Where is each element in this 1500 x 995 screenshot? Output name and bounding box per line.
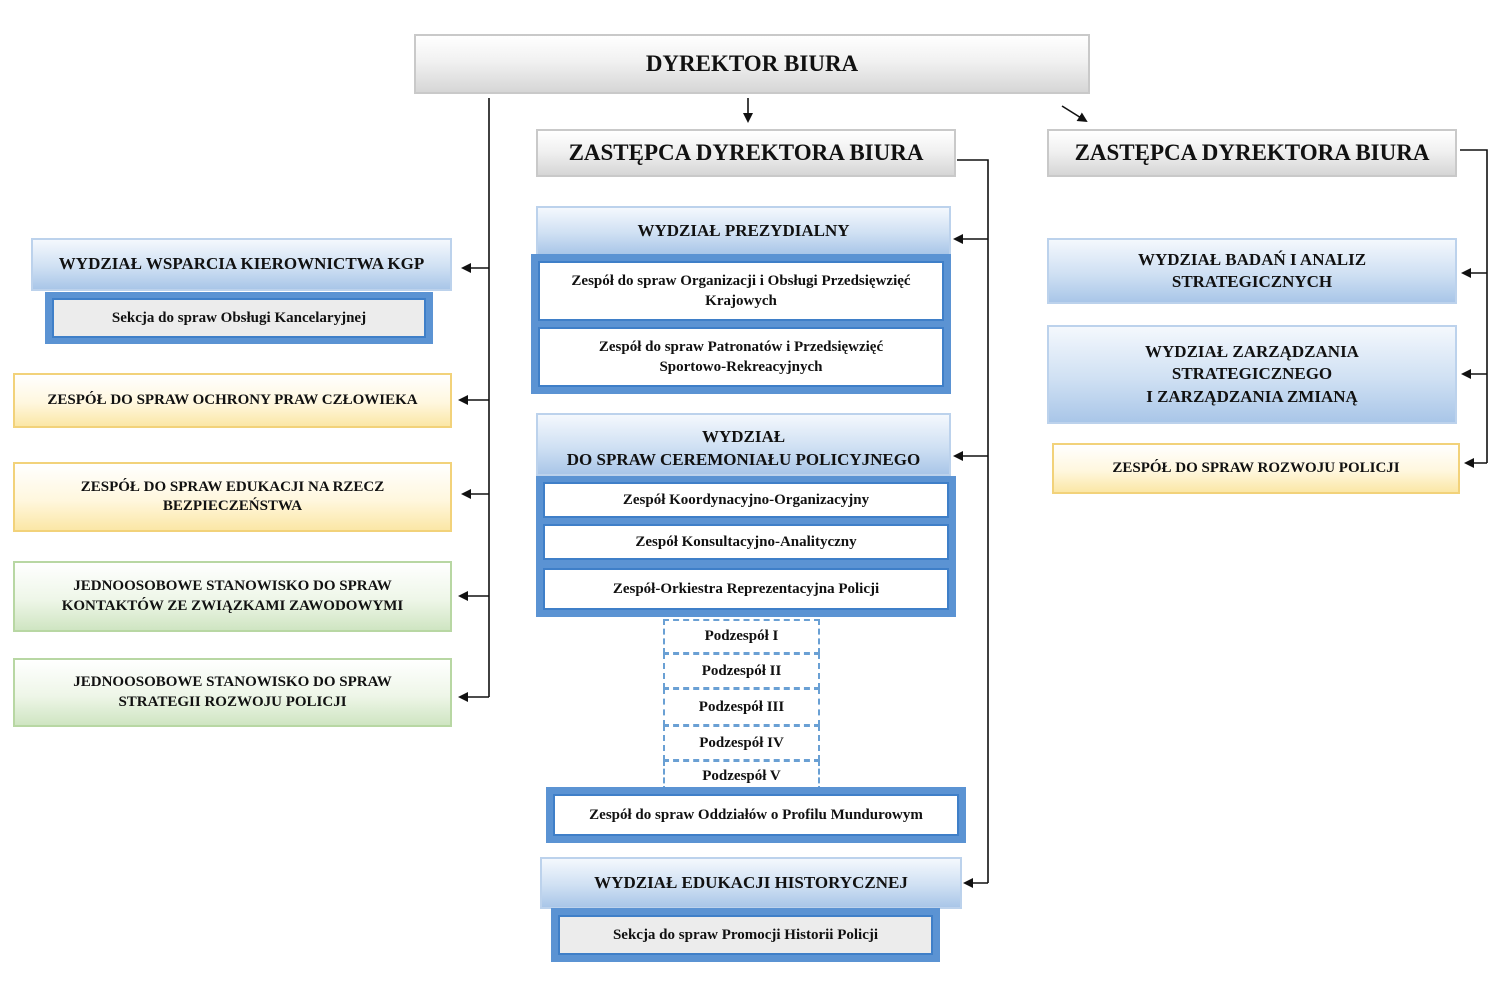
director-label: DYREKTOR BIURA <box>645 51 859 77</box>
deputy-right-box: ZASTĘPCA DYREKTORA BIURA <box>1047 129 1457 177</box>
zarzadzania-label-line1: WYDZIAŁ ZARZĄDZANIA <box>1145 342 1359 362</box>
promocja-box: Sekcja do spraw Promocji Historii Policj… <box>558 915 933 955</box>
podzespol-4-label: Podzespół IV <box>699 734 784 751</box>
historyczny-label: WYDZIAŁ EDUKACJI HISTORYCZNEJ <box>594 872 908 892</box>
zwiazki-box: JEDNOOSOBOWE STANOWISKO DO SPRAW KONTAKT… <box>13 561 452 632</box>
zarzadzania-label-line3: I ZARZĄDZANIA ZMIANĄ <box>1146 386 1358 406</box>
podzespol-3-label: Podzespół III <box>698 698 785 715</box>
prezydialny-box: WYDZIAŁ PREZYDIALNY <box>536 206 951 256</box>
podzespol-2-label: Podzespół II <box>701 662 782 679</box>
arrow-to-deputy-right <box>1061 105 1088 123</box>
org-box: Zespół do spraw Organizacji i Obsługi Pr… <box>538 261 944 321</box>
historyczny-box: WYDZIAŁ EDUKACJI HISTORYCZNEJ <box>540 857 962 909</box>
prawa-czlowieka-label: ZESPÓŁ DO SPRAW OCHRONY PRAW CZŁOWIEKA <box>47 391 418 408</box>
ceremonial-box: WYDZIAŁ DO SPRAW CEREMONIAŁU POLICYJNEGO <box>536 413 951 476</box>
orkiestra-label: Zespół-Orkiestra Reprezentacyjna Policji <box>612 580 880 597</box>
sekcja-kancelaryjna-label: Sekcja do spraw Obsługi Kancelaryjnej <box>111 309 367 326</box>
center-trunk <box>957 159 989 883</box>
deputy-right-label: ZASTĘPCA DYREKTORA BIURA <box>1074 140 1430 166</box>
podzespol-1-box: Podzespół I <box>663 619 820 654</box>
prezydialny-teams-frame: Zespół do spraw Organizacji i Obsługi Pr… <box>531 254 951 394</box>
wsparcie-box: WYDZIAŁ WSPARCIA KIEROWNICTWA KGP <box>31 238 452 291</box>
zarzadzania-box: WYDZIAŁ ZARZĄDZANIA STRATEGICZNEGO I ZAR… <box>1047 325 1457 424</box>
zarzadzania-label-line2: STRATEGICZNEGO <box>1171 364 1333 384</box>
koordynacyjny-label: Zespół Koordynacyjno-Organizacyjny <box>622 491 870 508</box>
podzespol-5-box: Podzespół V <box>663 760 820 792</box>
promocja-label: Sekcja do spraw Promocji Historii Policj… <box>612 926 879 943</box>
podzespol-2-box: Podzespół II <box>663 653 820 689</box>
mundurowy-label: Zespół do spraw Oddziałów o Profilu Mund… <box>589 806 923 823</box>
ceremonial-teams-frame: Zespół Koordynacyjno-Organizacyjny Zespó… <box>536 476 956 617</box>
org-label-line1: Zespół do spraw Organizacji i Obsługi Pr… <box>571 272 911 289</box>
deputy-left-label: ZASTĘPCA DYREKTORA BIURA <box>568 140 924 166</box>
strategia-label-line2: STRATEGII ROZWOJU POLICJI <box>118 693 347 710</box>
wsparcie-label: WYDZIAŁ WSPARCIA KIEROWNICTWA KGP <box>58 254 425 274</box>
edukacja-label-line1: ZESPÓŁ DO SPRAW EDUKACJI NA RZECZ <box>80 478 385 495</box>
edukacja-label-line2: BEZPIECZEŃSTWA <box>162 498 303 514</box>
ceremonial-label-line1: WYDZIAŁ <box>701 427 786 447</box>
prawa-czlowieka-box: ZESPÓŁ DO SPRAW OCHRONY PRAW CZŁOWIEKA <box>13 373 452 428</box>
podzespol-3-box: Podzespół III <box>663 688 820 726</box>
patronat-label-line2: Sportowo-Rekreacyjnych <box>659 359 823 375</box>
patronat-box: Zespół do spraw Patronatów i Przedsięwzi… <box>538 327 944 387</box>
podzespol-1-label: Podzespół I <box>704 628 779 644</box>
badan-label-line2: STRATEGICZNYCH <box>1171 272 1333 291</box>
mundurowy-frame: Zespół do spraw Oddziałów o Profilu Mund… <box>546 787 966 843</box>
prezydialny-label: WYDZIAŁ PREZYDIALNY <box>637 220 850 240</box>
zwiazki-label-line1: JEDNOOSOBOWE STANOWISKO DO SPRAW <box>73 578 392 594</box>
mundurowy-box: Zespół do spraw Oddziałów o Profilu Mund… <box>553 794 959 836</box>
right-trunk <box>1460 149 1488 463</box>
patronat-label-line1: Zespół do spraw Patronatów i Przedsięwzi… <box>598 338 884 355</box>
sekcja-kancelaryjna-frame: Sekcja do spraw Obsługi Kancelaryjnej <box>45 292 433 344</box>
podzespol-4-box: Podzespół IV <box>663 725 820 761</box>
rozwoj-box: ZESPÓŁ DO SPRAW ROZWOJU POLICJI <box>1052 443 1460 494</box>
promocja-frame: Sekcja do spraw Promocji Historii Policj… <box>551 908 940 962</box>
konsultacyjny-box: Zespół Konsultacyjno-Analityczny <box>543 524 949 560</box>
rozwoj-label: ZESPÓŁ DO SPRAW ROZWOJU POLICJI <box>1112 459 1400 476</box>
koordynacyjny-box: Zespół Koordynacyjno-Organizacyjny <box>543 482 949 518</box>
ceremonial-label-line2: DO SPRAW CEREMONIAŁU POLICYJNEGO <box>566 449 921 469</box>
orkiestra-box: Zespół-Orkiestra Reprezentacyjna Policji <box>543 568 949 610</box>
edukacja-box: ZESPÓŁ DO SPRAW EDUKACJI NA RZECZ BEZPIE… <box>13 462 452 532</box>
zwiazki-label-line2: KONTAKTÓW ZE ZWIĄZKAMI ZAWODOWYMI <box>61 597 404 614</box>
sekcja-kancelaryjna-box: Sekcja do spraw Obsługi Kancelaryjnej <box>52 298 426 338</box>
org-label-line2: Krajowych <box>705 293 777 309</box>
badan-box: WYDZIAŁ BADAŃ I ANALIZ STRATEGICZNYCH <box>1047 238 1457 304</box>
deputy-left-box: ZASTĘPCA DYREKTORA BIURA <box>536 129 956 177</box>
podzespol-5-label: Podzespół V <box>702 767 781 784</box>
director-box: DYREKTOR BIURA <box>414 34 1090 94</box>
strategia-box: JEDNOOSOBOWE STANOWISKO DO SPRAW STRATEG… <box>13 658 452 727</box>
strategia-label-line1: JEDNOOSOBOWE STANOWISKO DO SPRAW <box>73 674 392 690</box>
badan-label-line1: WYDZIAŁ BADAŃ I ANALIZ <box>1137 249 1367 269</box>
konsultacyjny-label: Zespół Konsultacyjno-Analityczny <box>635 533 857 550</box>
